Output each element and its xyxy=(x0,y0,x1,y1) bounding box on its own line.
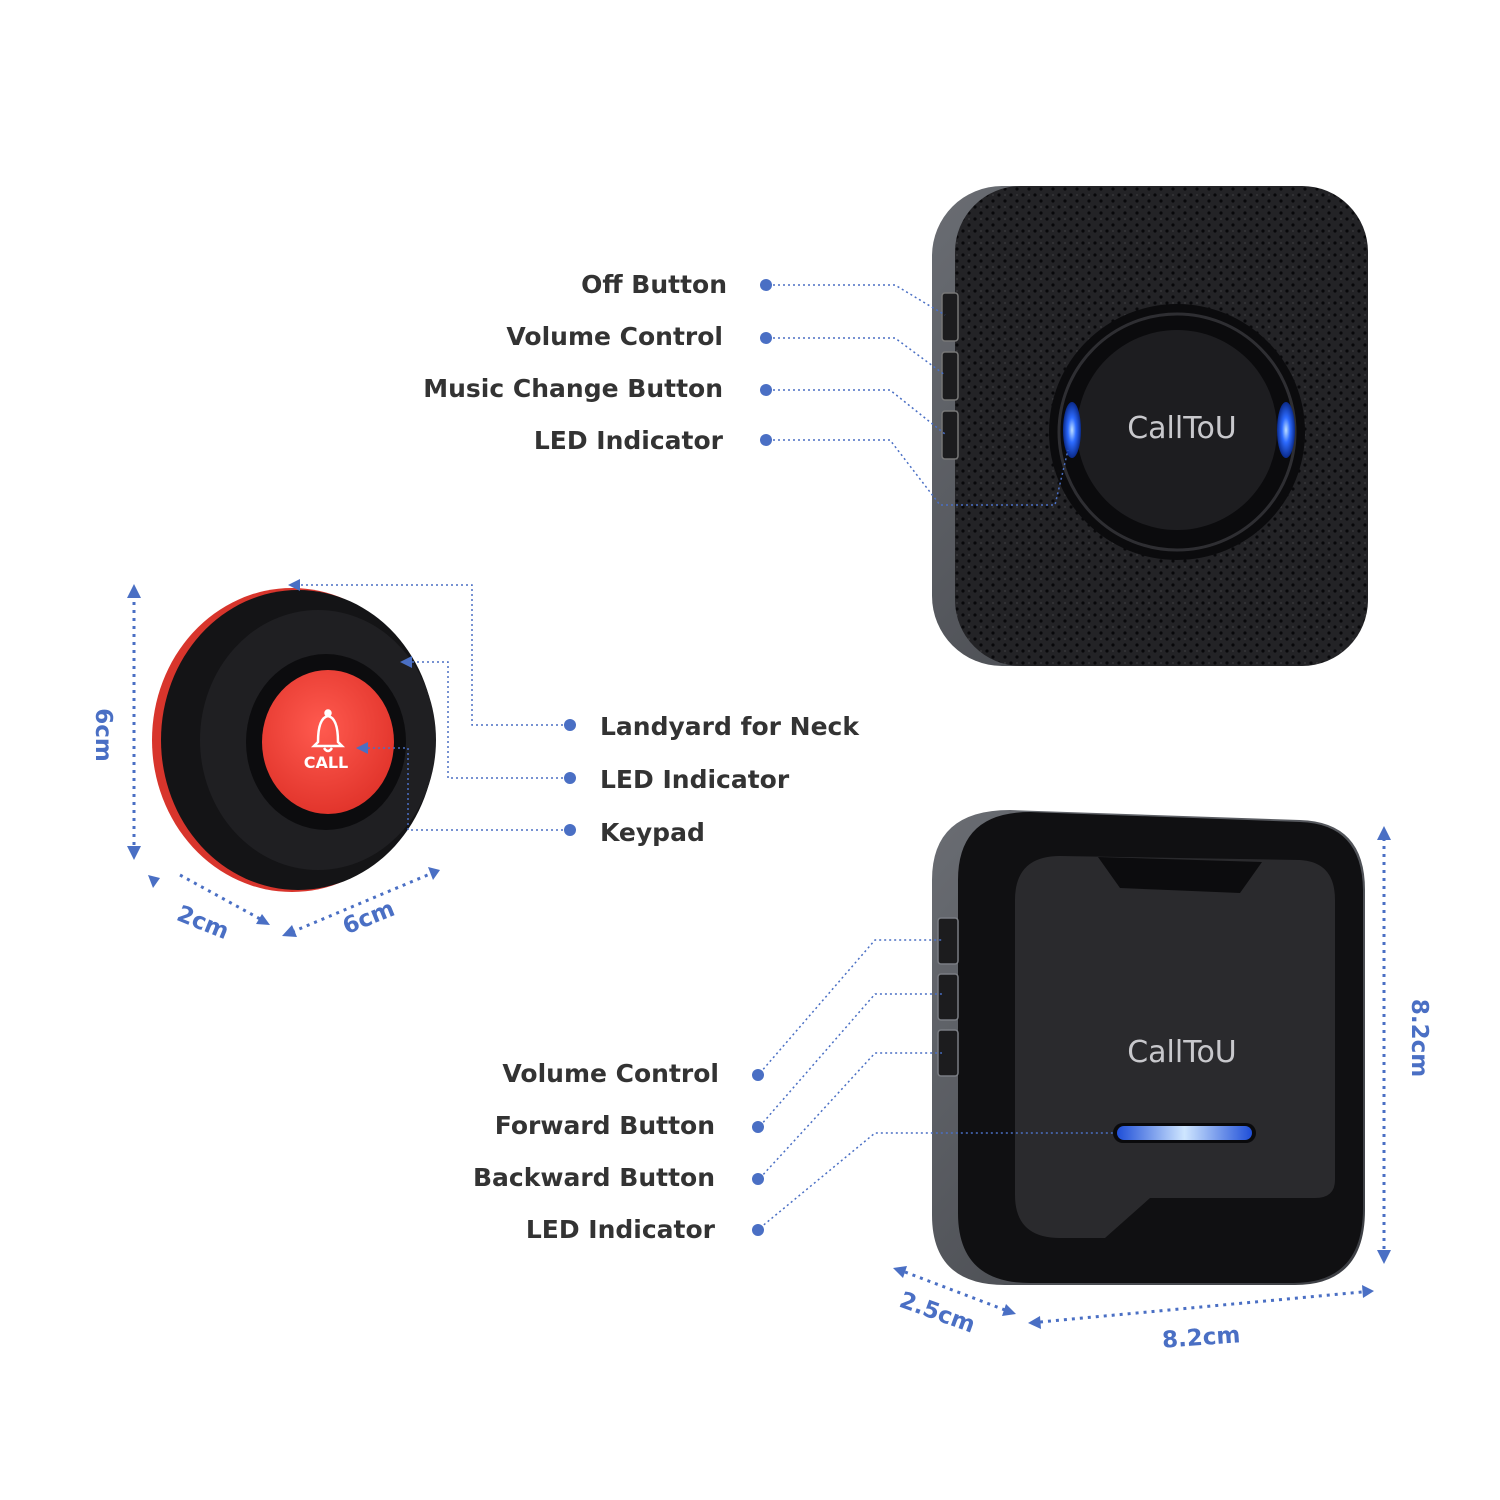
arrow-head xyxy=(1377,1250,1391,1264)
leader-dot xyxy=(564,772,576,784)
arrow-head xyxy=(1362,1285,1374,1298)
dim-receiver-height: 8.2cm xyxy=(1406,998,1433,1078)
arrow-head xyxy=(1377,826,1391,840)
arrow-head xyxy=(256,914,270,925)
receiver-bottom-device: CallToU xyxy=(932,810,1365,1285)
label-landyard: Landyard for Neck xyxy=(600,712,859,741)
arrow-head xyxy=(127,846,141,860)
arrow-head xyxy=(356,742,368,754)
leader-dot xyxy=(564,719,576,731)
receiver-top-volume-button xyxy=(941,351,959,401)
label-volume-control-top: Volume Control xyxy=(506,322,723,351)
receiver-bottom-leaders xyxy=(759,939,1115,1229)
label-forward-button: Forward Button xyxy=(494,1111,715,1140)
arrow-head xyxy=(1028,1316,1041,1329)
label-led-indicator-bottom: LED Indicator xyxy=(525,1215,715,1244)
receiver-bottom-led xyxy=(1117,1126,1252,1140)
leader-dot xyxy=(752,1069,764,1081)
label-led-indicator-call: LED Indicator xyxy=(600,765,790,794)
receiver-top-device: CallToU xyxy=(932,186,1368,666)
call-button-leaders xyxy=(296,584,568,831)
leader-dot xyxy=(760,384,772,396)
leader-dot xyxy=(564,824,576,836)
receiver-bottom-panel xyxy=(1015,856,1335,1238)
dim-receiver-width: 8.2cm xyxy=(1161,1322,1242,1354)
receiver-bottom-volume-button xyxy=(937,917,959,965)
receiver-bottom-backward-button xyxy=(937,1029,959,1077)
receiver-top-leaders xyxy=(768,284,1069,506)
receiver-top-music-button xyxy=(941,410,959,460)
label-volume-control-bottom: Volume Control xyxy=(502,1059,719,1088)
leader-dot xyxy=(760,279,772,291)
arrow-head xyxy=(282,925,297,937)
label-keypad: Keypad xyxy=(600,818,705,847)
dim-call-height: 6cm xyxy=(89,708,116,762)
label-off-button: Off Button xyxy=(581,270,727,299)
arrow-head xyxy=(400,656,412,668)
receiver-top-led-right xyxy=(1277,402,1295,458)
receiver-top-center-disc xyxy=(1077,330,1277,530)
receiver-top-off-button xyxy=(941,292,959,342)
arrow-head xyxy=(428,867,440,880)
call-button-dimension-lines xyxy=(132,594,431,934)
receiver-top-brand: CallToU xyxy=(1127,411,1237,446)
receiver-top-led-left xyxy=(1063,402,1081,458)
arrow-head xyxy=(288,579,300,591)
leader-dot xyxy=(752,1121,764,1133)
arrow-head xyxy=(127,584,141,598)
leader-dot xyxy=(760,332,772,344)
call-button-text: CALL xyxy=(304,753,349,772)
leader-dot xyxy=(760,434,772,446)
label-backward-button: Backward Button xyxy=(473,1163,715,1192)
call-button-keypad xyxy=(262,670,394,814)
leader-dot xyxy=(752,1224,764,1236)
receiver-bottom-dimension-lines xyxy=(904,838,1386,1324)
call-button-device: CALL xyxy=(152,588,436,892)
label-led-indicator-top: LED Indicator xyxy=(533,426,723,455)
arrow-head xyxy=(893,1266,907,1278)
receiver-bottom-forward-button xyxy=(937,973,959,1021)
bell-icon xyxy=(310,709,346,753)
receiver-bottom-brand: CallToU xyxy=(1127,1035,1237,1070)
leader-dot xyxy=(752,1173,764,1185)
arrow-head xyxy=(1002,1304,1016,1316)
arrow-head xyxy=(148,875,160,888)
label-music-change-button: Music Change Button xyxy=(423,374,723,403)
